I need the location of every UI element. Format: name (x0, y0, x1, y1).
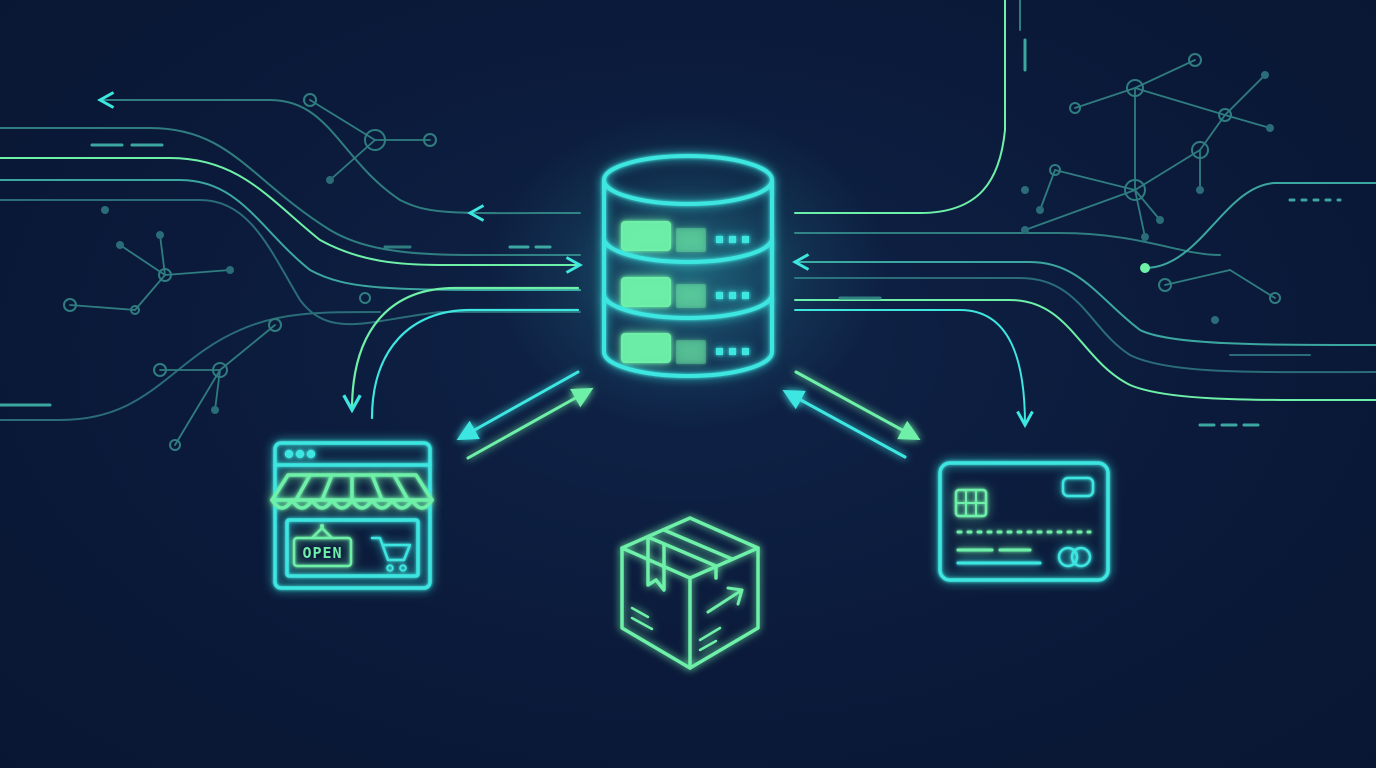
payment-card-node (938, 461, 1110, 582)
credit-card-icon (938, 461, 1110, 582)
connection-database-storefront (456, 370, 594, 460)
left-circuit-traces (0, 94, 580, 451)
database-hub (488, 110, 888, 430)
storefront-node: OPEN (270, 441, 434, 590)
storefront-open-sign: OPEN (302, 544, 342, 562)
connection-database-payment-card (782, 370, 921, 459)
storefront-feed-lines (352, 286, 580, 420)
right-circuit-traces (795, 0, 1376, 425)
connection-database-package (667, 403, 711, 497)
package-box-icon (620, 516, 760, 670)
database-icon (602, 154, 774, 378)
package-node (620, 516, 760, 670)
storefront-icon (270, 441, 434, 590)
